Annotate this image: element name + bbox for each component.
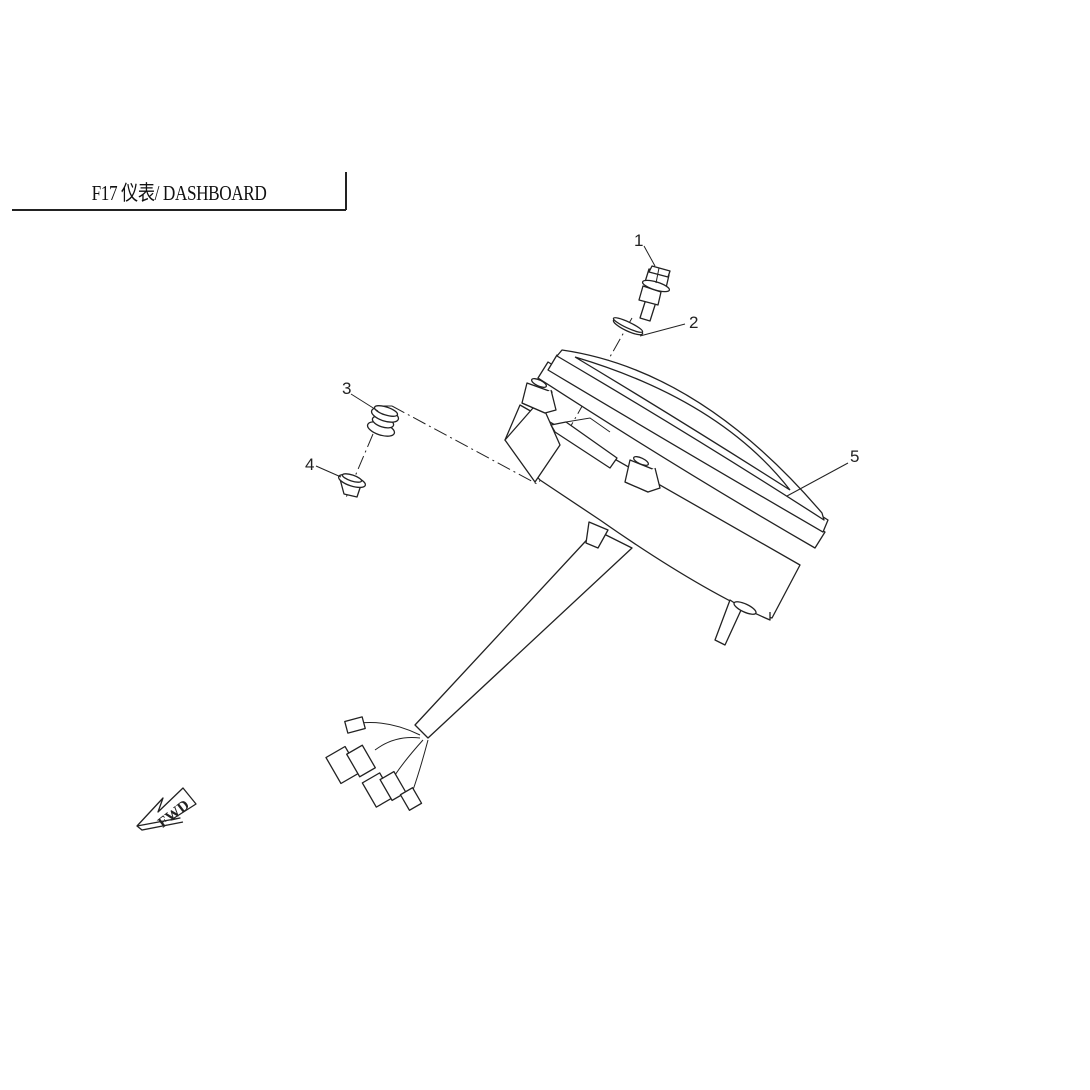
title-corner-tick — [345, 172, 347, 210]
leader-lines — [315, 245, 686, 478]
title-underline — [12, 209, 346, 211]
part-1-bolt[interactable] — [638, 265, 671, 322]
callout-5: 5 — [850, 447, 859, 466]
callout-3: 3 — [342, 379, 351, 398]
part-5-dashboard-assembly[interactable] — [414, 349, 849, 739]
part-4-collar-nut[interactable] — [337, 472, 367, 498]
diagram-title-block: F17 仪表/ DASHBOARD — [12, 172, 347, 211]
part-2-washer[interactable] — [612, 316, 644, 338]
callout-4: 4 — [305, 455, 314, 474]
part-3-grommet[interactable] — [366, 403, 400, 439]
callout-2: 2 — [689, 313, 698, 332]
forward-arrow-icon: FWD — [136, 787, 197, 831]
page-title: F17 仪表/ DASHBOARD — [91, 181, 267, 205]
callout-1: 1 — [634, 231, 643, 250]
wiring-harness-connectors[interactable] — [325, 716, 429, 811]
